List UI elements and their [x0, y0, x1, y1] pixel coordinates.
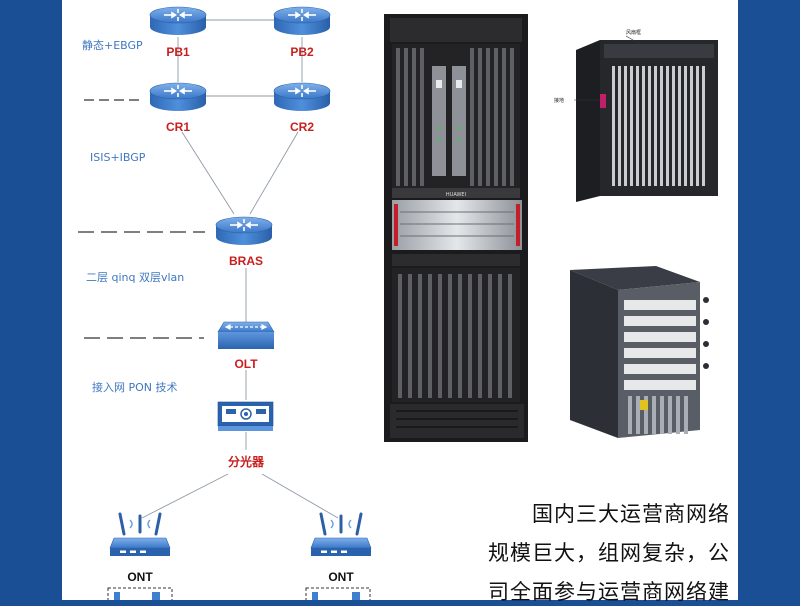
router-cr1-icon[interactable]	[149, 82, 207, 112]
ont-2-icon[interactable]	[309, 512, 373, 558]
node-label-ont-1: ONT	[127, 570, 153, 584]
description-line-2: 规模巨大，组网复杂，公	[488, 541, 730, 565]
layer-label-isis: ISIS+IBGP	[90, 151, 146, 164]
callout-ground: 接地	[554, 97, 564, 104]
description-line-1: 国内三大运营商网络	[532, 502, 730, 526]
node-label-cr2: CR2	[290, 120, 314, 134]
description-line-3: 司全面参与运营商网络建	[488, 580, 730, 604]
olt-icon[interactable]	[217, 321, 275, 349]
node-label-splitter: 分光器	[228, 454, 265, 469]
end-user-devices	[107, 587, 371, 600]
layer-label-qinq: 二层 qinq 双层vlan	[86, 271, 184, 284]
router-pb1-icon[interactable]	[149, 6, 207, 36]
node-label-pb2: PB2	[290, 45, 314, 59]
layer-label-pon: 接入网 PON 技术	[92, 381, 178, 394]
layer-separators	[78, 99, 205, 339]
ont-1-icon[interactable]	[108, 512, 172, 558]
router-pb2-icon[interactable]	[273, 6, 331, 36]
splitter-icon[interactable]	[217, 401, 274, 431]
node-label-olt: OLT	[234, 357, 258, 371]
node-label-cr1: CR1	[166, 120, 190, 134]
node-label-ont-2: ONT	[328, 570, 354, 584]
node-label-pb1: PB1	[166, 45, 190, 59]
layer-label-ebgp: 静态+EBGP	[82, 38, 143, 52]
chassis-brand-label: HUAWEI	[446, 192, 466, 198]
connection-lines	[141, 19, 339, 519]
core-router-chassis-image: HUAWEI	[384, 14, 528, 442]
olt-chassis-image: 风扇框 接地	[554, 29, 718, 202]
switch-chassis-image	[570, 266, 709, 438]
callout-fan-tray: 风扇框	[626, 29, 641, 36]
router-bras-icon[interactable]	[215, 216, 273, 246]
node-label-bras: BRAS	[229, 254, 263, 268]
router-cr2-icon[interactable]	[273, 82, 331, 112]
